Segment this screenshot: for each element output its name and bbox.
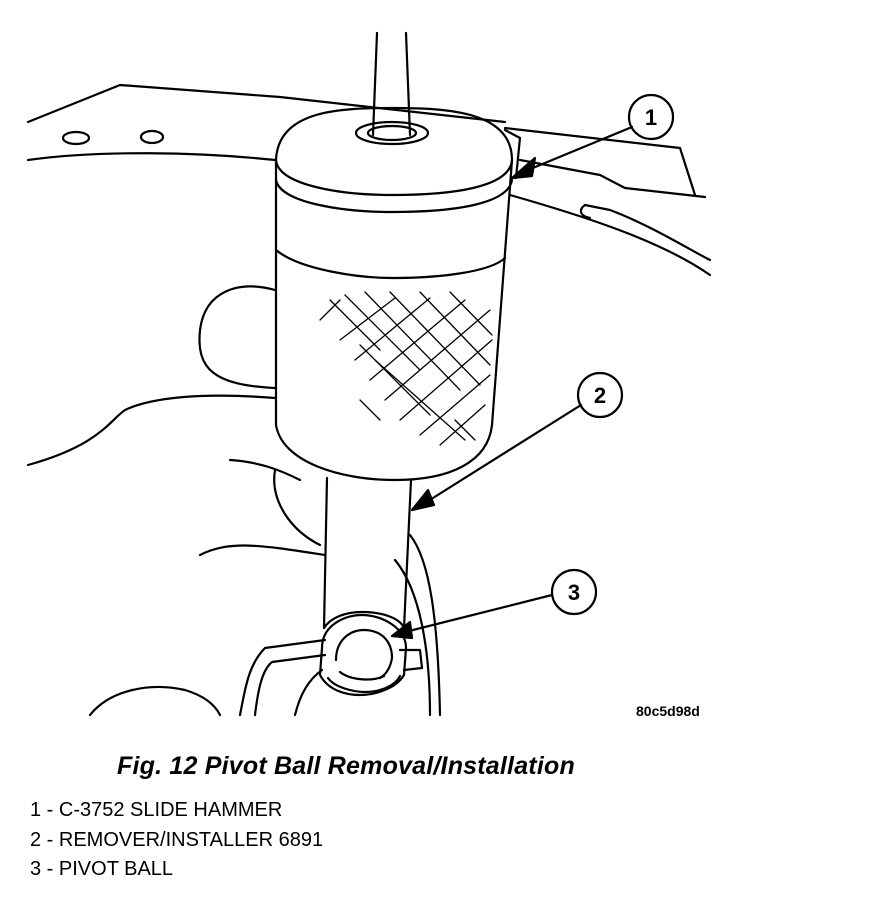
remover-installer-shaft	[322, 476, 413, 630]
callout-3-circle	[550, 568, 598, 616]
callout-1-leader	[510, 125, 634, 180]
pivot-ball-diagram: 1 2 3 80c5d98d	[26, 31, 712, 719]
callout-1-number: 1	[645, 105, 657, 130]
knurled-grip	[319, 291, 493, 446]
callout-2-circle	[576, 371, 624, 419]
callout-2-leader	[410, 403, 583, 512]
slide-hammer-rod	[354, 31, 430, 146]
legend-item: 3 - PIVOT BALL	[30, 858, 174, 880]
figure-caption: Fig. 12 Pivot Ball Removal/Installation	[117, 752, 575, 780]
parts-legend: 1 - C-3752 SLIDE HAMMER 2 - REMOVER/INST…	[30, 796, 323, 885]
slide-hammer-weight	[274, 106, 522, 482]
legend-item: 1 - C-3752 SLIDE HAMMER	[30, 799, 283, 821]
callout-2-number: 2	[594, 383, 606, 408]
legend-item: 2 - REMOVER/INSTALLER 6891	[30, 828, 324, 851]
callout-3-leader	[390, 593, 554, 640]
callout-1-circle	[627, 93, 675, 141]
callout-3-number: 3	[568, 580, 580, 605]
image-code-label: 80c5d98d	[636, 703, 700, 719]
transmission-housing	[26, 83, 712, 717]
pivot-ball	[318, 613, 408, 697]
